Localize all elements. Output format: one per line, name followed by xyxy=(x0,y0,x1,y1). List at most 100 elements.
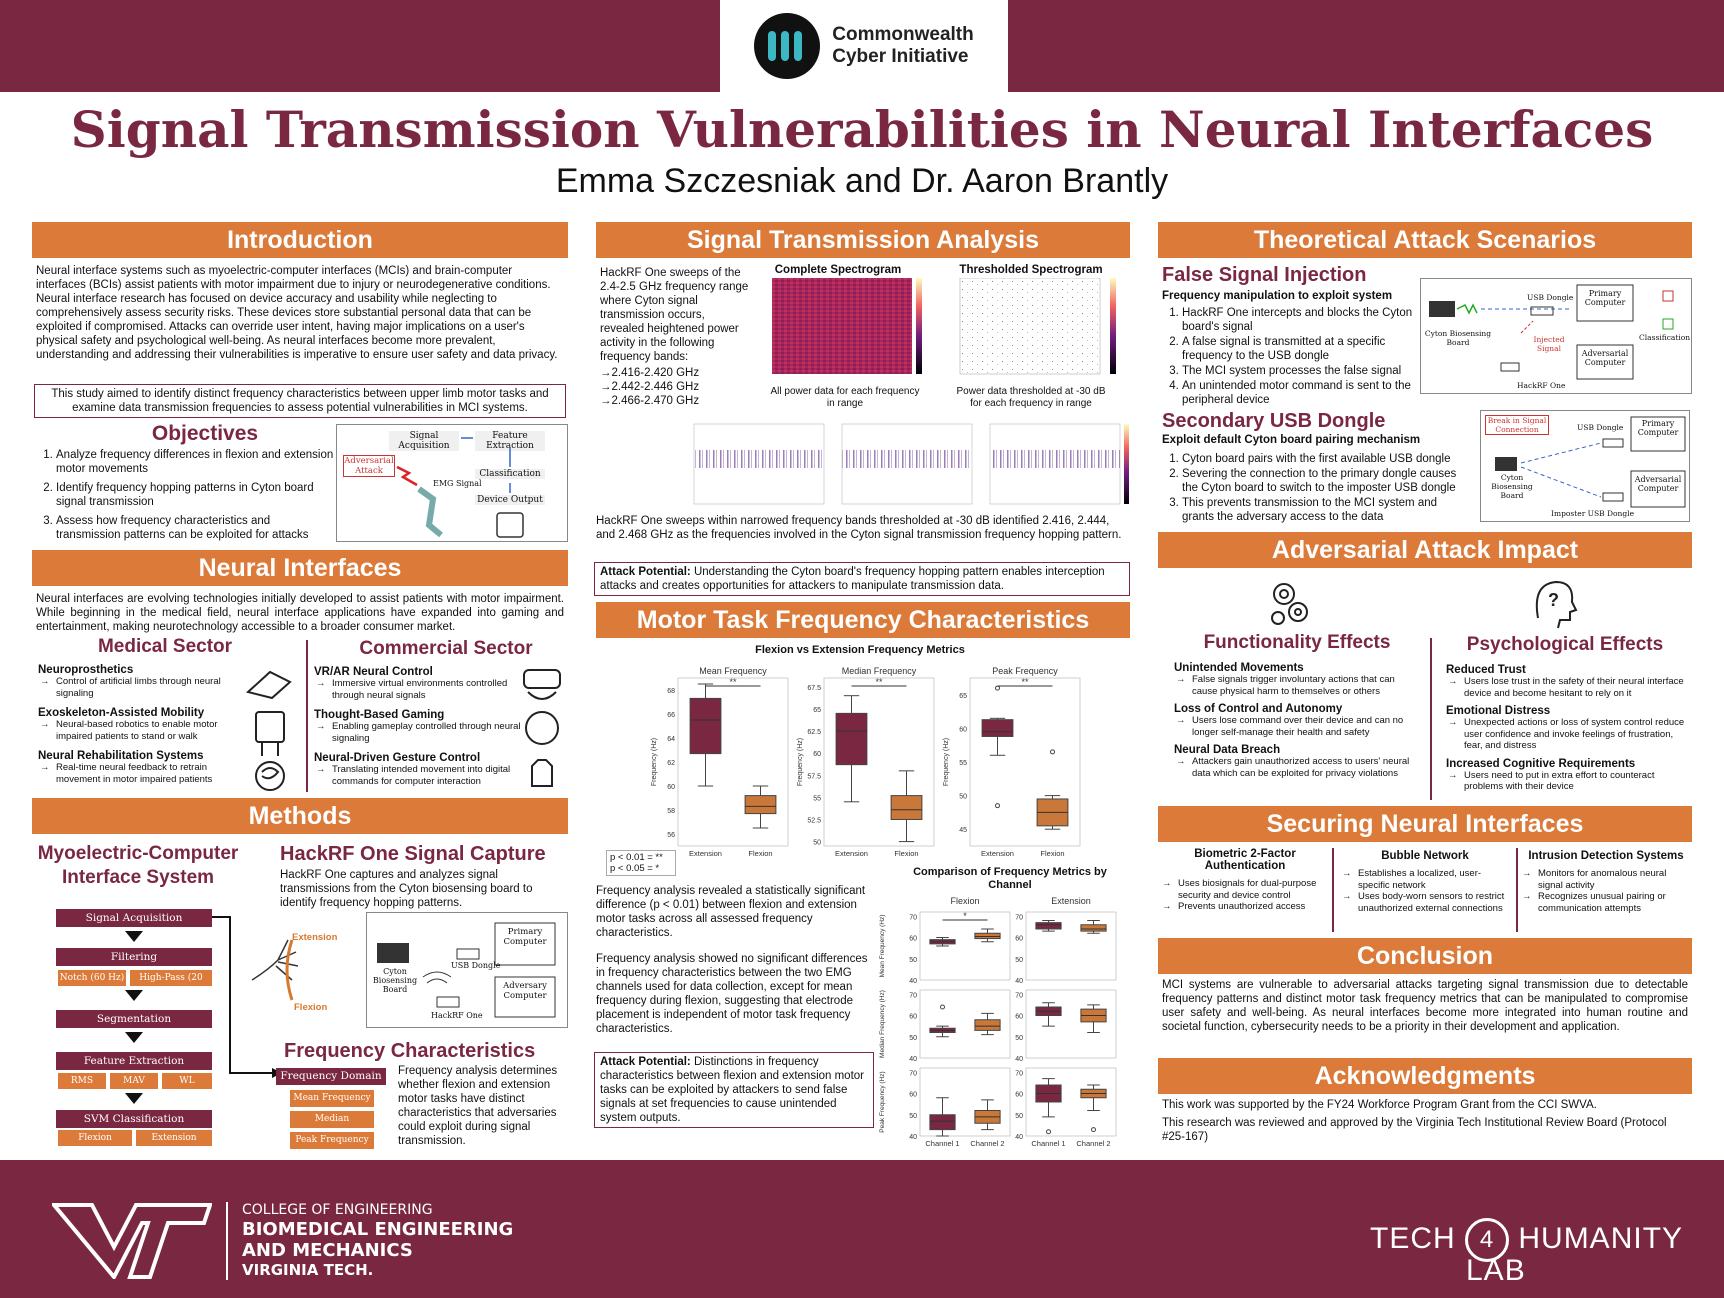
head-question-icon: ? xyxy=(1528,574,1578,630)
adversary-computer-icon xyxy=(494,976,556,1018)
securing-heading: Securing Neural Interfaces xyxy=(1158,806,1692,842)
objective-item: Analyze frequency differences in flexion… xyxy=(56,448,336,476)
y-tick-label: 40 xyxy=(1015,1134,1023,1141)
x-tick-label: Channel 1 xyxy=(925,1139,959,1148)
neural-heading: Neural Interfaces xyxy=(32,550,568,586)
y-tick-label: 60 xyxy=(909,1092,917,1099)
commercial-heading: Commercial Sector xyxy=(359,638,533,659)
plot-frame xyxy=(919,989,1011,1059)
flow-svm: SVM Classification xyxy=(56,1110,212,1128)
legend-item: p < 0.01 = ** xyxy=(610,852,663,863)
y-axis-label: Frequency (Hz) xyxy=(651,738,658,786)
flow-signal-acq: Signal Acquisition xyxy=(56,909,212,927)
psych-item-title: Reduced Trust xyxy=(1446,664,1526,676)
func-item-title: Loss of Control and Autonomy xyxy=(1174,703,1343,715)
y-tick-label: 58 xyxy=(667,808,675,815)
college-line: AND MECHANICS xyxy=(242,1240,413,1261)
x-tick-label: Flexion xyxy=(894,849,918,858)
significance-marker: ** xyxy=(729,677,737,687)
fsi-item: HackRF One intercepts and blocks the Cyt… xyxy=(1182,306,1422,334)
diagram-adversarial: Adversarial Attack xyxy=(343,455,395,477)
y-tick-label: 70 xyxy=(1015,1070,1023,1077)
outlier-point xyxy=(1046,1129,1051,1135)
y-tick-label: 50 xyxy=(813,840,821,847)
intro-body: Neural interface systems such as myoelec… xyxy=(36,265,558,361)
cyton-board-icon xyxy=(1495,457,1517,471)
diagram-adversarial-label: Adversarial Computer xyxy=(1581,349,1629,367)
attack-text: Distinctions in frequency characteristic… xyxy=(600,1056,865,1124)
commercial-icons xyxy=(518,662,566,792)
commercial-item-title: Neural-Driven Gesture Control xyxy=(314,752,481,764)
neural-body: Neural interfaces are evolving technolog… xyxy=(36,593,564,633)
func-item-desc: Users lose command over their device and… xyxy=(1174,715,1410,738)
gears-icon xyxy=(1264,574,1314,630)
fsi-item: An unintended motor command is sent to t… xyxy=(1182,379,1422,407)
vr-headset-icon xyxy=(523,669,561,689)
y-tick-label: 55 xyxy=(959,760,967,767)
plot-frame xyxy=(823,677,935,847)
adversarial-computer-icon xyxy=(1630,470,1686,508)
hackrf-icon xyxy=(436,996,460,1008)
freq-item: Peak Frequency xyxy=(290,1132,374,1149)
impact-heading: Adversarial Attack Impact xyxy=(1158,532,1692,568)
x-tick-label: Extension xyxy=(981,849,1014,858)
securing-col: Biometric 2-Factor Authentication Uses b… xyxy=(1160,848,1330,913)
vt-logo xyxy=(49,1203,213,1281)
college-line: BIOMEDICAL ENGINEERING xyxy=(242,1219,514,1240)
flow-feature: Feature Extraction xyxy=(56,1052,212,1070)
significance-legend: p < 0.01 = **p < 0.05 = * xyxy=(606,850,676,876)
securing-item: Establishes a localized, user-specific n… xyxy=(1340,868,1510,891)
significance-marker: * xyxy=(963,911,967,921)
mtfc-attack-box: Attack Potential: Distinctions in freque… xyxy=(594,1052,874,1128)
flow-highpass: High-Pass (20 Hz) xyxy=(130,970,212,999)
y-tick-label: 50 xyxy=(959,794,967,801)
func-item-title: Neural Data Breach xyxy=(1174,744,1281,756)
medical-item-desc: Neural-based robotics to enable motor im… xyxy=(38,719,238,742)
y-tick-label: 50 xyxy=(1015,1035,1023,1042)
psych-item-desc: Unexpected actions or loss of system con… xyxy=(1446,717,1686,752)
intro-aim: This study aimed to identify distinct fr… xyxy=(34,384,566,418)
sta-heading: Signal Transmission Analysis xyxy=(596,222,1130,258)
sta-body: HackRF One sweeps within narrowed freque… xyxy=(596,515,1122,541)
medical-icons xyxy=(242,664,298,794)
psych-item-title: Emotional Distress xyxy=(1446,705,1551,717)
outlier-point xyxy=(995,803,1000,809)
mtfc-heading: Motor Task Frequency Characteristics xyxy=(596,602,1130,638)
flow-arrow xyxy=(125,931,143,942)
cci-logo-icon xyxy=(754,13,821,79)
y-tick-label: 52.5 xyxy=(807,817,821,824)
diagram-signal-acq: Signal Acquisition xyxy=(389,431,459,451)
securing-item: Uses biosignals for dual-purpose securit… xyxy=(1160,878,1330,901)
diagram-hackrf-label: HackRF One xyxy=(431,1011,483,1020)
plot-frame xyxy=(1025,1067,1117,1137)
freq-char-body: Frequency analysis determines whether fl… xyxy=(398,1065,558,1147)
y-tick-label: 60 xyxy=(813,751,821,758)
row-label: Peak Frequency (Hz) xyxy=(879,1071,886,1132)
conclusion-body: MCI systems are vulnerable to adversaria… xyxy=(1162,979,1688,1033)
flow-filtering: Filtering xyxy=(56,948,212,966)
sud-subtitle: Exploit default Cyton board pairing mech… xyxy=(1162,434,1421,446)
footer-banner xyxy=(0,1160,1724,1298)
y-tick-label: 60 xyxy=(909,936,917,943)
func-item-desc: False signals trigger involuntary action… xyxy=(1174,674,1410,697)
hackrf-heading: HackRF One Signal Capture xyxy=(280,843,546,865)
y-tick-label: 50 xyxy=(909,1113,917,1120)
subplot-title: Mean Frequency xyxy=(699,666,767,676)
medical-item-title: Neural Rehabilitation Systems xyxy=(38,750,204,762)
chart2-title: Comparison of Frequency Metrics by Chann… xyxy=(913,866,1107,891)
y-tick-label: 40 xyxy=(909,978,917,985)
sud-heading: Secondary USB Dongle xyxy=(1162,410,1386,432)
legend-item: p < 0.05 = * xyxy=(610,863,660,874)
box-iqr xyxy=(981,719,1014,737)
box-iqr xyxy=(890,795,923,820)
diagram-cyton-label: Cyton Biosensing Board xyxy=(1424,329,1492,347)
hackrf-diagram: Cyton Biosensing Board USB Dongle Primar… xyxy=(366,912,568,1028)
plot-frame xyxy=(969,677,1081,847)
flow-rms: RMS xyxy=(58,1073,106,1089)
box-iqr xyxy=(835,712,868,766)
diagram-usb-label: USB Dongle xyxy=(1577,423,1624,432)
func-list: Unintended Movements False signals trigg… xyxy=(1174,662,1410,779)
tech-humanity-logo: TECH 4 HUMANITY LAB xyxy=(1370,1218,1683,1287)
